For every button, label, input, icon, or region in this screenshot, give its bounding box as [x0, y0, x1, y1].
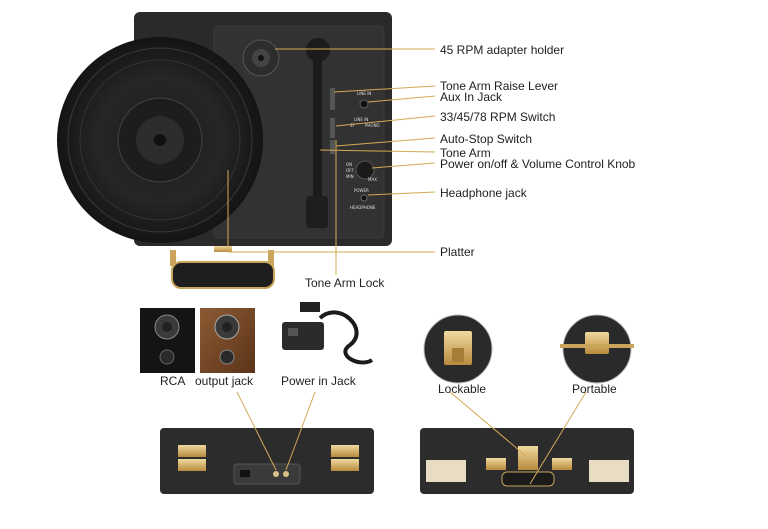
adapter-holder: [242, 39, 280, 77]
callout-platter: Platter: [440, 245, 475, 259]
panel-line-in-2: LINE IN: [354, 117, 368, 122]
hinge: [214, 246, 232, 252]
case-leaders: [449, 391, 587, 485]
callout-tone-arm: Tone Arm: [440, 146, 491, 160]
panel-on: ON: [346, 162, 352, 167]
turntable-top-view: LINE IN LINE IN ST PHONO ON OFF MIN MAX …: [57, 12, 392, 289]
panel-off: OFF: [346, 168, 354, 173]
auto-stop-switch: [330, 140, 335, 154]
callout-leaders: [227, 48, 436, 275]
callout-tone-arm-lock: Tone Arm Lock: [305, 276, 385, 290]
panel-power: POWER: [354, 188, 369, 193]
power-adapter: [282, 302, 374, 365]
caption-power-in-jack: Power in Jack: [281, 374, 356, 388]
panel-st: ST: [350, 123, 356, 128]
caption-rca: RCA: [160, 374, 186, 388]
aux-in-jack: [359, 99, 369, 109]
headphone-jack: [360, 194, 368, 202]
rear-leaders: [236, 391, 316, 471]
callout-power-volume: Power on/off & Volume Control Knob: [440, 157, 636, 171]
callout-rpm-switch: 33/45/78 RPM Switch: [440, 110, 556, 124]
case-rear: [160, 428, 374, 494]
platter: [57, 37, 263, 243]
callout-auto-stop: Auto-Stop Switch: [440, 132, 533, 146]
portable-detail: [560, 314, 634, 384]
rpm-switch: [330, 118, 335, 138]
panel-min: MIN: [346, 174, 354, 179]
panel-headphone: HEADPHONE: [350, 205, 376, 210]
panel-max: MAX: [368, 177, 377, 182]
rear-io-panel: [233, 463, 301, 485]
tone-arm: [306, 38, 330, 228]
callout-headphone: Headphone jack: [440, 186, 527, 200]
handle: [170, 250, 275, 289]
rca-speakers: [140, 308, 255, 373]
raise-lever: [330, 88, 335, 110]
case-front: [420, 428, 634, 494]
lockable-detail: [423, 314, 493, 384]
caption-portable: Portable: [572, 382, 617, 396]
callout-raise-lever: Tone Arm Raise Lever: [440, 79, 559, 93]
panel-line-in: LINE IN: [357, 91, 371, 96]
caption-output-jack: output jack: [195, 374, 254, 388]
volume-knob: [355, 160, 375, 180]
callout-aux-in: Aux In Jack: [440, 90, 503, 104]
caption-lockable: Lockable: [438, 382, 487, 396]
panel-phono: PHONO: [365, 123, 380, 128]
callout-adapter-holder: 45 RPM adapter holder: [440, 43, 565, 57]
